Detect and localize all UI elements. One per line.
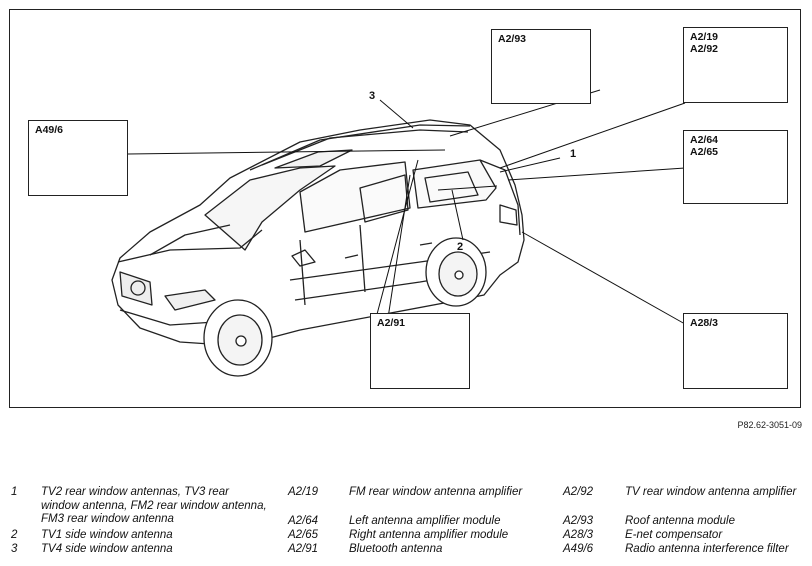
- legend-code: A2/19: [288, 486, 319, 498]
- reference-number-2: 2: [457, 241, 464, 253]
- legend-code: A49/6: [563, 543, 594, 555]
- legend-code: A2/92: [563, 486, 594, 498]
- legend-code: 1: [11, 486, 18, 498]
- callout-a2-19-a2-92: A2/19 A2/92: [683, 27, 788, 103]
- callout-a2-93: A2/93: [491, 29, 591, 104]
- legend-text: Radio antenna interference filter: [625, 543, 789, 555]
- callout-a2-91: A2/91: [370, 313, 470, 389]
- callout-code: A28/3: [690, 317, 719, 329]
- legend-code: A2/91: [288, 543, 319, 555]
- callout-code: A2/92: [690, 43, 719, 55]
- legend-text: Roof antenna module: [625, 515, 735, 527]
- legend-code: A2/65: [288, 529, 319, 541]
- legend-code: A2/64: [288, 515, 319, 527]
- legend-text: E-net compensator: [625, 529, 723, 541]
- callout-a49-6: A49/6: [28, 120, 128, 196]
- legend-code: A28/3: [563, 529, 594, 541]
- callout-code: A2/91: [377, 317, 406, 329]
- legend-text: Right antenna amplifier module: [349, 529, 509, 541]
- wheels: [203, 237, 487, 377]
- callout-code: A2/64: [690, 134, 719, 146]
- legend-text: TV4 side window antenna: [41, 543, 173, 555]
- legend-text: Left antenna amplifier module: [349, 515, 501, 527]
- legend-text: TV2 rear window antennas, TV3 rear windo…: [41, 486, 267, 525]
- legend: 1 TV2 rear window antennas, TV3 rear win…: [0, 485, 812, 565]
- callout-code: A2/65: [690, 146, 719, 158]
- reference-number-3: 3: [369, 90, 376, 102]
- reference-number-1: 1: [570, 148, 577, 160]
- suv-outline: [111, 119, 525, 346]
- callout-code: A2/19: [690, 31, 719, 43]
- callout-code: A49/6: [35, 124, 64, 136]
- callout-a28-3: A28/3: [683, 313, 788, 389]
- callout-a2-64-a2-65: A2/64 A2/65: [683, 130, 788, 204]
- legend-code: 3: [11, 543, 18, 555]
- legend-code: 2: [11, 529, 18, 541]
- leader-lines: [127, 89, 686, 325]
- figure-reference-id: P82.62-3051-09: [737, 420, 802, 430]
- legend-text: FM rear window antenna amplifier: [349, 486, 523, 498]
- legend-text: TV rear window antenna amplifier: [625, 486, 797, 498]
- legend-code: A2/93: [563, 515, 594, 527]
- callout-code: A2/93: [498, 33, 527, 45]
- legend-text: TV1 side window antenna: [41, 529, 173, 541]
- legend-text: Bluetooth antenna: [349, 543, 443, 555]
